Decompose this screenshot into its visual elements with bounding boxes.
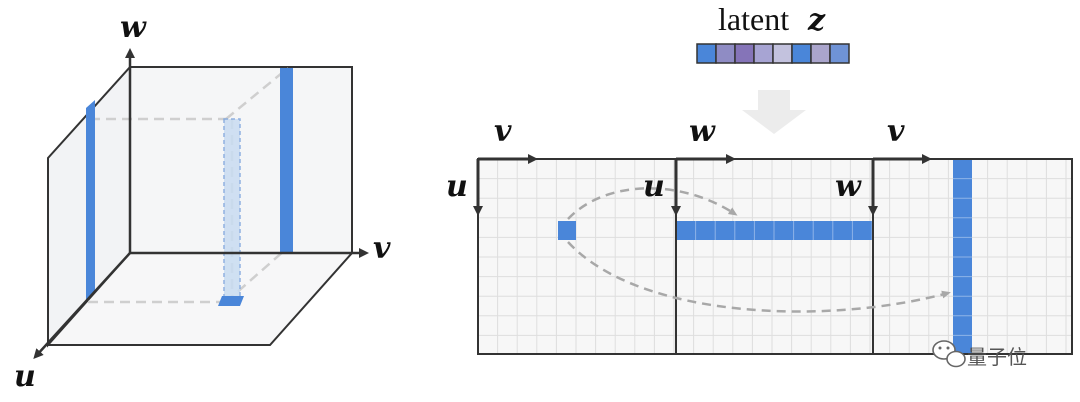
grid-lines	[478, 159, 1072, 354]
latent-cell	[791, 43, 812, 64]
grid-2-side-axis-label: u	[643, 169, 665, 204]
latent-cell	[696, 43, 717, 64]
highlight-cell-lines	[695, 178, 972, 336]
grid-2-axes: w u	[643, 114, 736, 216]
wechat-icon	[932, 340, 966, 368]
watermark: 量子位	[932, 340, 1027, 369]
cube-left-wall-bar	[86, 100, 95, 300]
grid-1-axes: v u	[446, 114, 538, 216]
grid-3-top-axis-label: v	[887, 114, 905, 149]
axis-v-label: v	[373, 231, 391, 266]
grid-2-top-axis-label: w	[689, 114, 716, 149]
latent-cell	[829, 43, 850, 64]
grid-3-axes: v w	[835, 114, 932, 216]
grid-3-frame	[872, 158, 1073, 355]
latent-block: latent z	[696, 1, 850, 134]
latent-cell	[810, 43, 831, 64]
axis-u-label: u	[14, 359, 36, 394]
latent-cell	[715, 43, 736, 64]
cube-back-plane	[129, 66, 353, 254]
grid1-query-cell	[558, 221, 576, 240]
axis-u-line	[33, 252, 131, 359]
latent-symbol: z	[807, 3, 826, 38]
triplane-grids: v u w u v w	[446, 114, 1073, 355]
cube-back-wall-bar	[280, 68, 293, 252]
mapping-arrow-upper	[567, 187, 738, 220]
latent-label: latent	[718, 1, 789, 37]
latent-vector	[696, 43, 850, 64]
latent-cell	[734, 43, 755, 64]
cube-sample-column	[223, 118, 241, 302]
latent-cell	[753, 43, 774, 64]
down-arrow-icon	[742, 90, 806, 134]
grid-1-side-axis-label: u	[446, 169, 468, 204]
mapping-arrow-lower	[567, 241, 951, 313]
cube-floor-cell	[218, 296, 244, 306]
grid-1-top-axis-label: v	[494, 114, 512, 149]
cube-3d: w v u	[14, 10, 391, 394]
axis-w-label: w	[120, 10, 147, 45]
latent-cell	[772, 43, 793, 64]
grid-3-side-axis-label: w	[835, 169, 862, 204]
watermark-text: 量子位	[967, 345, 1027, 369]
